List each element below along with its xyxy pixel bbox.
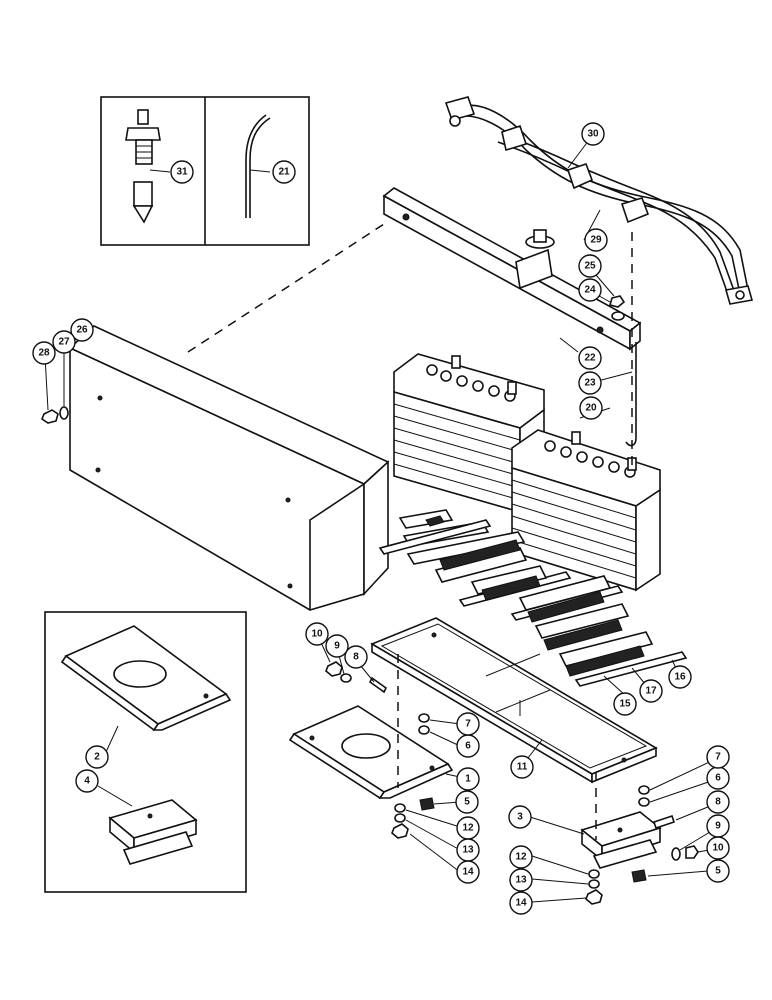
callout-11-label: 11 <box>517 762 528 773</box>
callout-12-right-label: 12 <box>515 852 527 863</box>
callout-12-left-label: 12 <box>462 823 474 834</box>
callout-7-left-label: 7 <box>465 719 471 730</box>
callout-27-label: 27 <box>58 337 70 348</box>
detail-inset-top <box>100 96 310 246</box>
hold-down-bolt-part <box>125 109 161 224</box>
callout-4-label: 4 <box>84 776 90 787</box>
callout-4: 4 <box>75 769 99 793</box>
bar-nut-washer-part <box>609 295 626 321</box>
callout-15-label: 15 <box>619 699 631 710</box>
battery-cables-part <box>444 96 754 305</box>
callout-26: 26 <box>70 318 94 342</box>
callout-31-label: 31 <box>176 167 188 178</box>
callout-14-left-label: 14 <box>462 867 474 878</box>
battery-pads-part <box>378 509 688 687</box>
callout-14-left: 14 <box>456 860 480 884</box>
hold-down-bar-part <box>382 187 642 351</box>
callout-8-right: 8 <box>706 790 730 814</box>
callout-28-label: 28 <box>38 348 50 359</box>
tray-bracket-right-part <box>580 811 662 869</box>
callout-3-label: 3 <box>517 812 523 823</box>
callout-30-label: 30 <box>587 129 599 140</box>
callout-20: 20 <box>579 396 603 420</box>
callout-24: 24 <box>578 278 602 302</box>
callout-10-right-label: 10 <box>712 843 724 854</box>
battery-right-part <box>511 429 661 592</box>
callout-6-right: 6 <box>706 766 730 790</box>
callout-9-right: 9 <box>706 814 730 838</box>
callout-11: 11 <box>510 755 534 779</box>
callout-13-left: 13 <box>456 838 480 862</box>
callout-3: 3 <box>508 805 532 829</box>
callout-8-right-label: 8 <box>715 797 721 808</box>
callout-26-label: 26 <box>76 325 88 336</box>
callout-29: 29 <box>584 228 608 252</box>
callout-22: 22 <box>578 346 602 370</box>
callout-12-left: 12 <box>456 816 480 840</box>
tray-bracket-left-part <box>288 705 454 800</box>
callout-27: 27 <box>52 330 76 354</box>
callout-28: 28 <box>32 341 56 365</box>
callout-5-right: 5 <box>706 859 730 883</box>
callout-1: 1 <box>456 767 480 791</box>
callout-2-label: 2 <box>94 752 100 763</box>
callout-2: 2 <box>85 745 109 769</box>
callout-17-label: 17 <box>645 686 657 697</box>
callout-8-left: 8 <box>344 645 368 669</box>
callout-6-left-label: 6 <box>465 741 471 752</box>
callout-15: 15 <box>613 692 637 716</box>
callout-9-left: 9 <box>325 634 349 658</box>
callout-14-right: 14 <box>509 891 533 915</box>
callout-21: 21 <box>272 160 296 184</box>
callout-25: 25 <box>578 254 602 278</box>
callout-10-left-label: 10 <box>311 629 323 640</box>
callout-14-right-label: 14 <box>515 898 527 909</box>
callout-23: 23 <box>578 371 602 395</box>
callout-13-left-label: 13 <box>462 845 474 856</box>
callout-10-left: 10 <box>305 622 329 646</box>
hook-bolt-part <box>625 342 637 447</box>
callout-16: 16 <box>668 665 692 689</box>
callout-13-right: 13 <box>509 868 533 892</box>
callout-8-left-label: 8 <box>353 652 359 663</box>
callout-9-left-label: 9 <box>334 641 340 652</box>
callout-16-label: 16 <box>674 672 686 683</box>
callout-21-label: 21 <box>278 167 290 178</box>
callout-7-right: 7 <box>706 745 730 769</box>
callout-5-right-label: 5 <box>715 866 721 877</box>
callout-7-left: 7 <box>456 712 480 736</box>
cover-nut-washer-part <box>41 406 69 424</box>
callout-29-label: 29 <box>590 235 602 246</box>
callout-5-left-label: 5 <box>464 797 470 808</box>
callout-23-label: 23 <box>584 378 596 389</box>
detail-inset-bottom <box>44 611 247 893</box>
callout-7-right-label: 7 <box>715 752 721 763</box>
alignment-lines <box>187 223 633 840</box>
callout-17: 17 <box>639 679 663 703</box>
callout-1-label: 1 <box>465 774 471 785</box>
callout-9-right-label: 9 <box>715 821 721 832</box>
callout-12-right: 12 <box>509 845 533 869</box>
callout-20-label: 20 <box>585 403 597 414</box>
callout-24-label: 24 <box>584 285 596 296</box>
callout-10-right: 10 <box>706 836 730 860</box>
callout-25-label: 25 <box>584 261 596 272</box>
callout-30: 30 <box>581 122 605 146</box>
callout-13-right-label: 13 <box>515 875 527 886</box>
callout-22-label: 22 <box>584 353 596 364</box>
rod-part <box>245 114 267 218</box>
right-fasteners-part <box>585 785 699 905</box>
battery-box-cover-part <box>68 325 390 611</box>
callout-6-left: 6 <box>456 734 480 758</box>
battery-left-part <box>393 353 545 514</box>
callout-5-left: 5 <box>455 790 479 814</box>
left-fasteners-part <box>325 661 435 839</box>
battery-tray-part <box>370 617 658 784</box>
callout-6-right-label: 6 <box>715 773 721 784</box>
callout-31: 31 <box>170 160 194 184</box>
